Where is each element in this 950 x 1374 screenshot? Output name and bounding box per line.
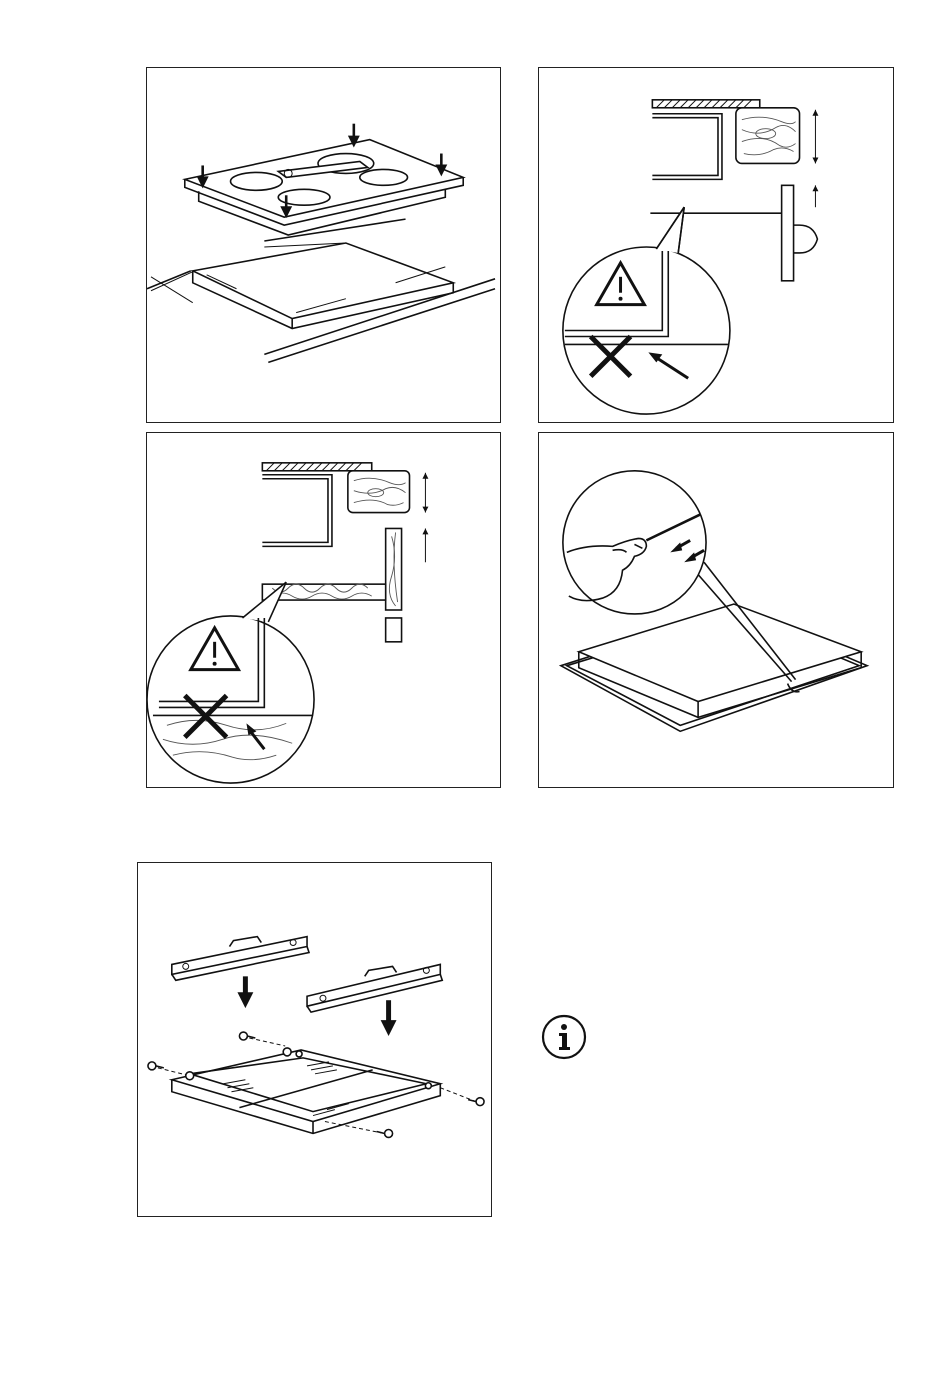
worktop-warning-figure-2: [146, 432, 501, 788]
worktop-shelf-drawing: [147, 433, 500, 787]
detail-zoom-circle: [147, 616, 314, 783]
worktop-cutout: [193, 243, 454, 319]
screw-icon: [377, 1129, 393, 1137]
box-assembly-figure: [137, 862, 492, 1217]
down-arrow-icon: [381, 1000, 397, 1036]
worktop-section-drawing: [539, 68, 893, 422]
drawer-knob: [794, 225, 818, 253]
down-arrow-icon: [237, 976, 253, 1008]
seal-application-figure: [538, 432, 894, 788]
wooden-panel: [736, 108, 800, 164]
hob-installation-drawing: [147, 68, 500, 422]
screw-icon: [468, 1098, 484, 1106]
hob-plate: [185, 140, 463, 218]
mounting-bracket: [172, 937, 307, 975]
hob-block: [579, 604, 861, 701]
worktop-warning-figure-1: [538, 67, 894, 423]
box-assembly-drawing: [138, 863, 491, 1216]
seal-application-drawing: [539, 433, 893, 787]
info-icon: [541, 1014, 587, 1060]
drawer-front: [782, 185, 794, 280]
box-tray: [172, 1050, 440, 1122]
hob-installation-figure: [146, 67, 501, 423]
